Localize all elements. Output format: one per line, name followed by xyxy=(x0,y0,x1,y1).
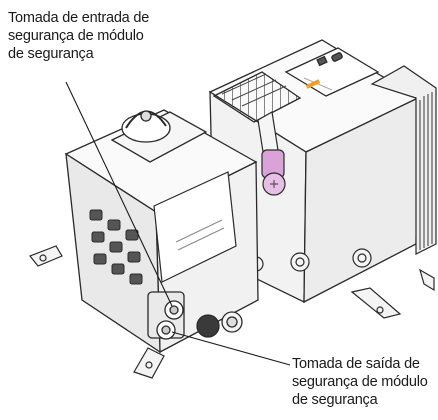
callout-safety-input-socket: Tomada de entrada de segurança de módulo… xyxy=(8,10,150,62)
callout-safety-output-socket: Tomada de saída de segurança de módulo d… xyxy=(292,356,428,408)
pink-connector xyxy=(257,111,286,196)
leader-line-input xyxy=(65,81,173,307)
heatsink xyxy=(370,65,437,255)
drive-glands xyxy=(248,248,372,272)
leader-lines xyxy=(65,81,291,366)
label-plate xyxy=(153,171,237,283)
safety-sockets xyxy=(147,291,243,340)
leader-line-output xyxy=(171,331,291,366)
mounting-feet xyxy=(29,245,435,379)
